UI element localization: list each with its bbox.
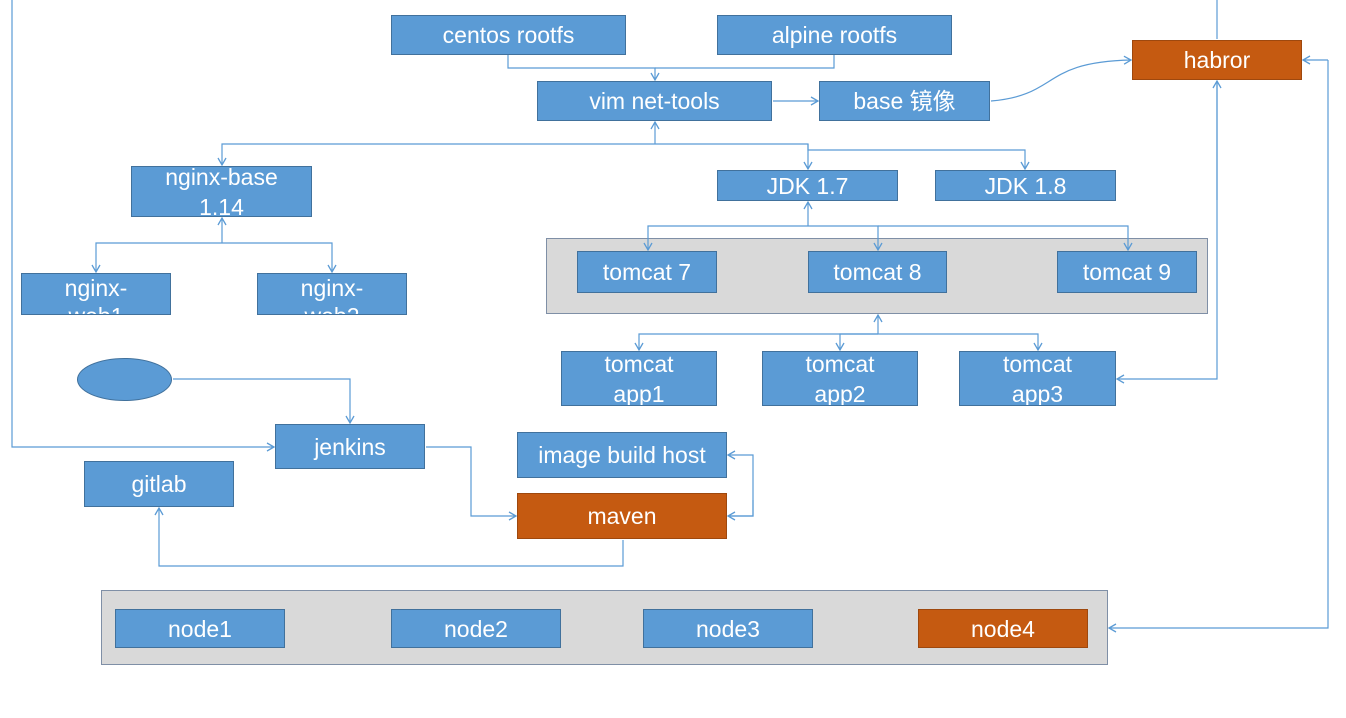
connector-centos-to-vim (507, 55, 660, 82)
node1-box[interactable]: node1 (115, 609, 285, 648)
gitlab-box[interactable]: gitlab (84, 461, 234, 507)
connector-habror-to-nodes (1107, 60, 1329, 633)
nginx-web2-box[interactable]: nginx- web2 (257, 273, 407, 315)
tomcat-9-box[interactable]: tomcat 9 (1057, 251, 1197, 293)
tomcat-app1-box[interactable]: tomcat app1 (561, 351, 717, 406)
tomcat-app3-box[interactable]: tomcat app3 (959, 351, 1116, 406)
connector-group-to-app2 (835, 333, 878, 352)
source-ellipse[interactable] (77, 358, 172, 401)
image-build-host-box[interactable]: image build host (517, 432, 727, 478)
connector-ellipse-to-jenkins (173, 378, 355, 425)
jdk-18-box[interactable]: JDK 1.8 (935, 170, 1116, 201)
connector-alpine-to-vim (655, 55, 835, 69)
habror-box[interactable]: habror (1132, 40, 1302, 80)
node3-box[interactable]: node3 (643, 609, 813, 648)
jdk-17-box[interactable]: JDK 1.7 (717, 170, 898, 201)
jenkins-box[interactable]: jenkins (275, 424, 425, 469)
nginx-web1-box[interactable]: nginx- web1 (21, 273, 171, 315)
connector-group-to-app3 (878, 333, 1043, 352)
nginx-base-box[interactable]: nginx-base 1.14 (131, 166, 312, 217)
connector-group-to-app1 (634, 333, 878, 352)
node2-box[interactable]: node2 (391, 609, 561, 648)
tomcat-7-box[interactable]: tomcat 7 (577, 251, 717, 293)
connector-habror-to-app3 (1115, 81, 1218, 384)
centos-rootfs-box[interactable]: centos rootfs (391, 15, 626, 55)
alpine-rootfs-box[interactable]: alpine rootfs (717, 15, 952, 55)
tomcat-8-box[interactable]: tomcat 8 (808, 251, 947, 293)
connector-jenkins-to-maven (426, 446, 518, 521)
connector-nginx-base-to-web2 (222, 242, 337, 274)
vim-net-tools-box[interactable]: vim net-tools (537, 81, 772, 121)
connector-vim-to-jdk18 (807, 144, 1030, 171)
connector-base-to-habror (990, 55, 1133, 102)
connector-maven-to-build-host (726, 450, 754, 517)
connector-vim-to-nginx-base (217, 143, 655, 167)
base-image-box[interactable]: base 镜像 (819, 81, 990, 121)
maven-box[interactable]: maven (517, 493, 727, 539)
connector-vim-to-jdk17 (655, 143, 813, 171)
connector-build-host-to-maven (726, 500, 754, 521)
connector-nginx-base-to-web1 (91, 242, 222, 274)
tomcat-app2-box[interactable]: tomcat app2 (762, 351, 918, 406)
node4-box[interactable]: node4 (918, 609, 1088, 648)
